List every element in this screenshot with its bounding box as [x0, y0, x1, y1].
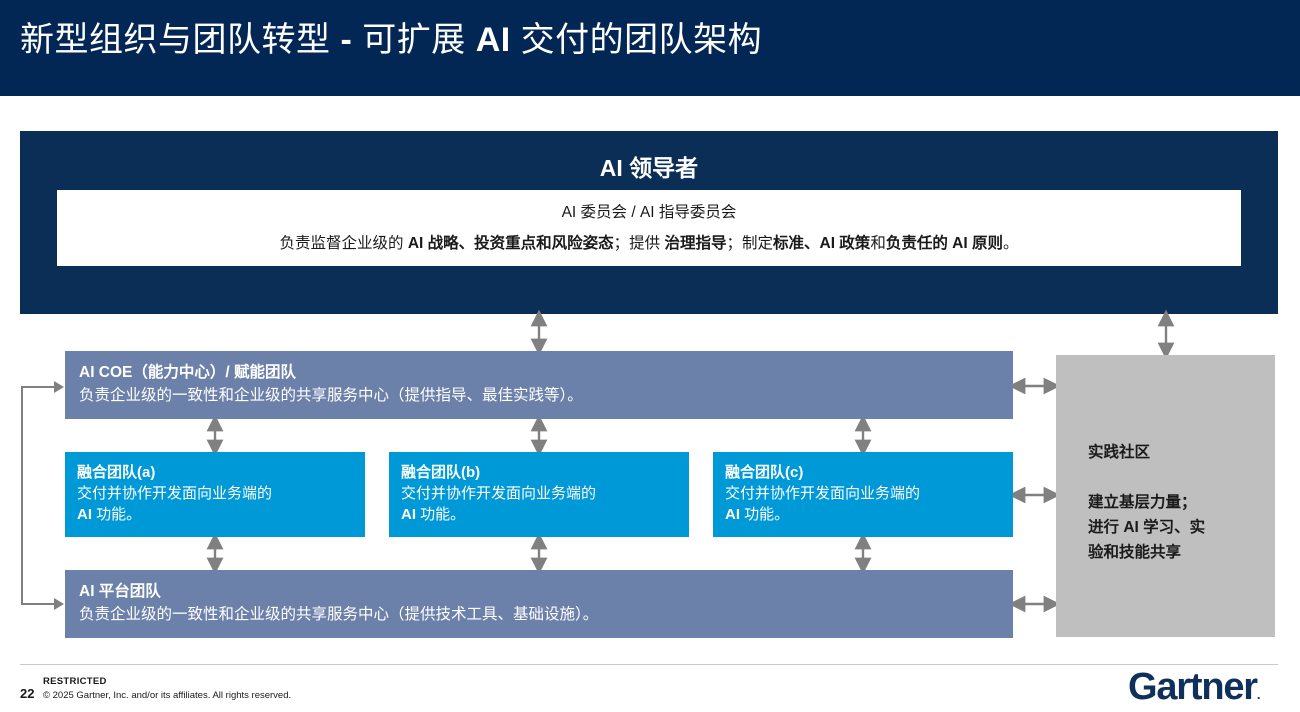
ai-platform-team-description: 负责企业级的一致性和企业级的共享服务中心（提供技术工具、基础设施）。: [79, 606, 599, 623]
ai-coe-description: 负责企业级的一致性和企业级的共享服务中心（提供指导、最佳实践等）。: [79, 387, 583, 404]
ai-committee-label: AI 委员会 / AI 指导委员会: [561, 204, 737, 221]
page-title-part2: 可扩展: [362, 21, 466, 59]
fusion-b-ai-label: AI: [401, 506, 416, 523]
fusion-team-a-box[interactable]: 融合团队(a) 交付并协作开发面向业务端的 AI 功能。: [65, 452, 365, 537]
fusion-team-c-desc-line1: 交付并协作开发面向业务端的: [725, 485, 921, 502]
gartner-logo: Gartner.: [1128, 666, 1261, 709]
restricted-label: RESTRICTED: [43, 676, 107, 687]
ai-leaders-card: AI 委员会 / AI 指导委员会 负责监督企业级的 AI 战略、投资重点和风险…: [57, 190, 1241, 266]
ai-leaders-panel: AI 领导者 AI 委员会 / AI 指导委员会 负责监督企业级的 AI 战略、…: [20, 131, 1278, 314]
footer-divider: [20, 664, 1278, 665]
fusion-c-ai-label: AI: [725, 506, 740, 523]
fusion-team-a-desc-line2: AI 功能。: [77, 504, 353, 525]
desc-seg-8: 负责任的 AI 原则: [885, 235, 1003, 252]
fusion-team-c-title: 融合团队(c): [725, 464, 804, 481]
fusion-b-ai-rest: 功能。: [416, 506, 466, 523]
desc-seg-7: 和: [870, 235, 886, 252]
cop-desc-line2-pre: 进行: [1088, 519, 1124, 536]
cop-desc-line1: 建立基层力量；: [1088, 494, 1197, 511]
header-band: [0, 0, 1300, 96]
fusion-team-b-box[interactable]: 融合团队(b) 交付并协作开发面向业务端的 AI 功能。: [389, 452, 689, 537]
community-of-practice-description: 建立基层力量； 进行 AI 学习、实 验和技能共享: [1088, 490, 1263, 565]
fusion-a-ai-label: AI: [77, 506, 92, 523]
gartner-logo-mark: .: [1256, 687, 1261, 702]
desc-seg-4: 治理指导: [664, 235, 727, 252]
cop-desc-line3: 验和技能共享: [1088, 544, 1182, 561]
desc-seg-5: ；制定: [726, 235, 773, 252]
page-title-part1: 新型组织与团队转型: [20, 21, 331, 59]
cop-ai-label: AI: [1123, 519, 1139, 536]
page-number: 22: [20, 686, 35, 701]
page-title-dash: -: [340, 21, 353, 59]
fusion-team-a-desc-line1: 交付并协作开发面向业务端的: [77, 485, 273, 502]
left-feedback-bracket: [21, 386, 61, 605]
fusion-c-ai-rest: 功能。: [740, 506, 790, 523]
page-title: 新型组织与团队转型 - 可扩展 AI 交付的团队架构: [20, 14, 1270, 66]
gartner-logo-text: Gartner: [1128, 666, 1258, 708]
desc-seg-1: 负责监督企业级的: [279, 235, 408, 252]
ai-leaders-description: 负责监督企业级的 AI 战略、投资重点和风险姿态；提供 治理指导；制定标准、AI…: [57, 231, 1241, 253]
page-title-part3: 交付的团队架构: [520, 21, 763, 59]
left-bracket-arrow-top: [54, 381, 64, 393]
fusion-team-c-box[interactable]: 融合团队(c) 交付并协作开发面向业务端的 AI 功能。: [713, 452, 1013, 537]
community-of-practice-title: 实践社区: [1088, 444, 1151, 461]
desc-seg-9: 。: [1002, 235, 1019, 252]
fusion-team-b-title: 融合团队(b): [401, 464, 481, 481]
ai-leaders-title: AI 领导者: [599, 155, 699, 181]
copyright-text: © 2025 Gartner, Inc. and/or its affiliat…: [43, 690, 292, 701]
fusion-a-ai-rest: 功能。: [92, 506, 142, 523]
fusion-team-b-desc-line2: AI 功能。: [401, 504, 677, 525]
desc-seg-3: ；提供: [613, 235, 665, 252]
ai-platform-team-title: AI 平台团队: [79, 583, 161, 600]
fusion-team-a-title: 融合团队(a): [77, 464, 156, 481]
fusion-team-b-desc-line1: 交付并协作开发面向业务端的: [401, 485, 597, 502]
ai-platform-team-box[interactable]: AI 平台团队 负责企业级的一致性和企业级的共享服务中心（提供技术工具、基础设施…: [65, 570, 1013, 638]
page-title-ai: AI: [475, 21, 511, 59]
cop-desc-line2-post: 学习、实: [1138, 519, 1206, 536]
desc-seg-6: 标准、AI 政策: [773, 235, 871, 252]
ai-coe-title: AI COE（能力中心）/ 赋能团队: [79, 364, 297, 381]
left-bracket-arrow-bottom: [54, 598, 64, 610]
desc-seg-2: AI 战略、投资重点和风险姿态: [407, 235, 614, 252]
community-of-practice-box[interactable]: 实践社区 建立基层力量； 进行 AI 学习、实 验和技能共享: [1056, 355, 1275, 637]
fusion-team-c-desc-line2: AI 功能。: [725, 504, 1001, 525]
ai-coe-box[interactable]: AI COE（能力中心）/ 赋能团队 负责企业级的一致性和企业级的共享服务中心（…: [65, 351, 1013, 419]
